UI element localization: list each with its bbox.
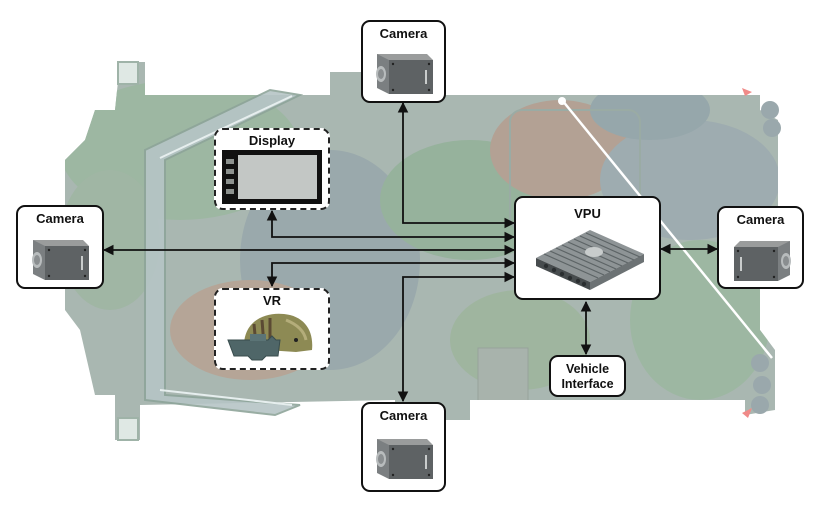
vr-node[interactable]: VR	[214, 288, 330, 370]
vpu-node[interactable]: VPU	[514, 196, 661, 300]
camera-top-node[interactable]: Camera	[361, 20, 446, 103]
vehicle-interface-label-line1: Vehicle	[565, 362, 610, 376]
display-node[interactable]: Display	[214, 128, 330, 210]
display-label: Display	[248, 133, 296, 148]
camera-top-label: Camera	[379, 26, 428, 41]
wire-camera-top-vpu	[397, 101, 516, 229]
camera-left-label: Camera	[36, 211, 84, 226]
vr-helmet-icon	[227, 313, 313, 361]
vpu-unit-icon	[536, 230, 644, 290]
vehicle-interface-label-line2: Interface	[561, 377, 614, 391]
camera-left-node[interactable]: Camera	[16, 205, 104, 289]
camera-bottom-label: Camera	[379, 408, 428, 423]
camera-icon	[376, 439, 433, 479]
vr-label: VR	[262, 293, 282, 308]
wire-display-vpu	[266, 209, 516, 243]
camera-icon	[734, 241, 791, 281]
wire-vr-vpu	[266, 257, 516, 288]
wire-camera-bottom-vpu	[397, 271, 516, 403]
camera-bottom-node[interactable]: Camera	[361, 402, 446, 492]
display-icon	[222, 150, 322, 204]
vpu-label: VPU	[574, 206, 601, 221]
camera-right-node[interactable]: Camera	[717, 206, 804, 289]
camera-icon	[376, 54, 433, 94]
vehicle-interface-node[interactable]: Vehicle Interface	[549, 355, 626, 397]
camera-icon	[32, 240, 89, 280]
camera-right-label: Camera	[736, 212, 785, 227]
